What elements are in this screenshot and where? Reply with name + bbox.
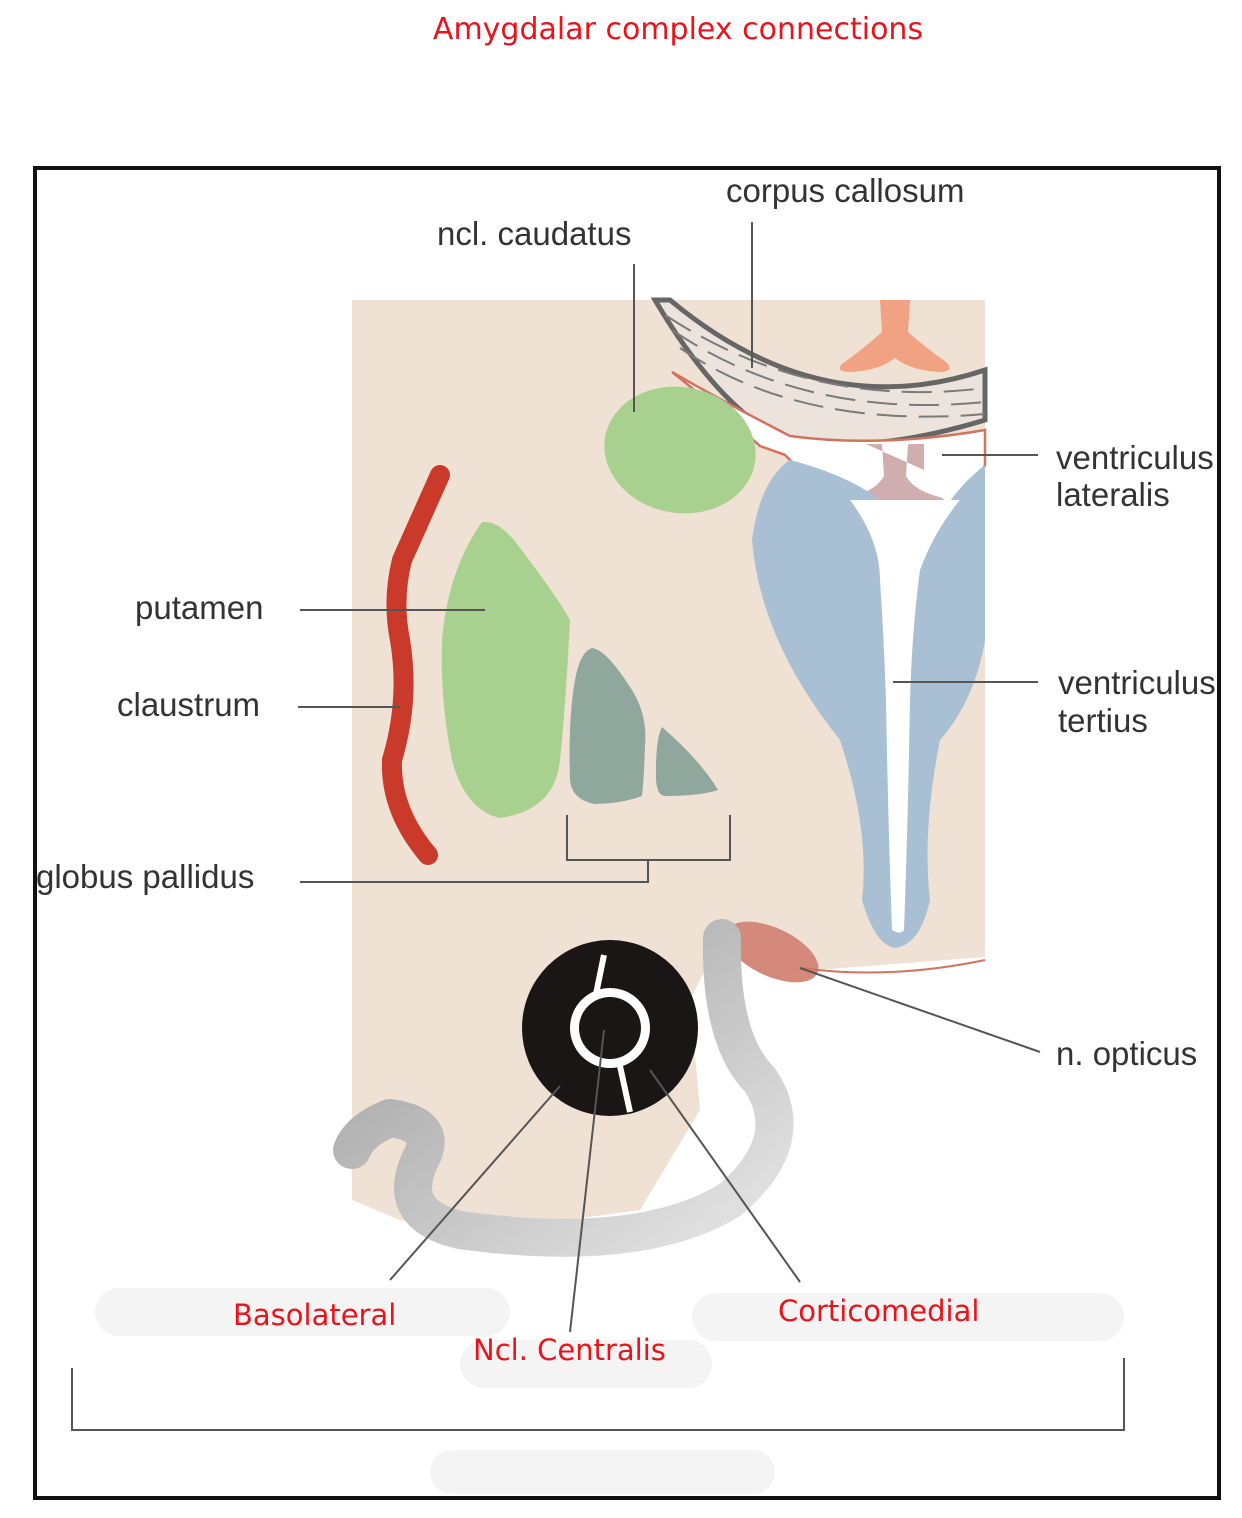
diagram-title: Amygdalar complex connections: [432, 12, 924, 47]
centralis-core: [579, 997, 641, 1059]
globus-pallidus-lateral: [569, 648, 646, 804]
fornix: [839, 300, 950, 372]
label-ventriculus-lateralis-2: lateralis: [1056, 476, 1170, 513]
ncl-caudatus-shape: [604, 386, 756, 514]
temporal-gyrus: [333, 919, 794, 1257]
answer-pill-centralis: [460, 1340, 712, 1388]
amygdala: [522, 940, 698, 1116]
tissue-outline: [799, 959, 986, 974]
label-ventriculus-tertius-1: ventriculus: [1058, 664, 1216, 701]
label-corticomedial: Corticomedial: [778, 1294, 980, 1328]
thalamus-blue: [752, 460, 985, 948]
answer-pill-complex: [430, 1450, 775, 1494]
globus-pallidus-medial: [655, 727, 718, 796]
label-n-opticus: n. opticus: [1056, 1035, 1198, 1072]
answer-pill-basolateral: [95, 1288, 510, 1336]
label-claustrum: claustrum: [117, 686, 261, 723]
answer-pill-corticomedial: [692, 1293, 1124, 1341]
putamen-shape: [441, 521, 570, 818]
label-ncl-caudatus: ncl. caudatus: [437, 215, 632, 252]
label-ventriculus-tertius-2: tertius: [1058, 702, 1148, 739]
label-basolateral: Basolateral: [233, 1298, 397, 1332]
figure-frame: [33, 166, 1221, 1500]
claustrum-shape: [381, 465, 450, 865]
label-corpus-callosum: corpus callosum: [726, 172, 965, 209]
corpus-callosum-fibers: [664, 314, 986, 418]
leader-lines: [71, 222, 1125, 1431]
ventriculus-tertius-cavity: [850, 500, 960, 933]
label-globus-pallidus: globus pallidus: [36, 858, 255, 895]
label-ventriculus-lateralis-1: ventriculus: [1056, 439, 1214, 476]
n-opticus-shape: [725, 921, 819, 983]
label-putamen: putamen: [135, 589, 264, 626]
label-ncl-centralis: Ncl. Centralis: [473, 1333, 666, 1367]
